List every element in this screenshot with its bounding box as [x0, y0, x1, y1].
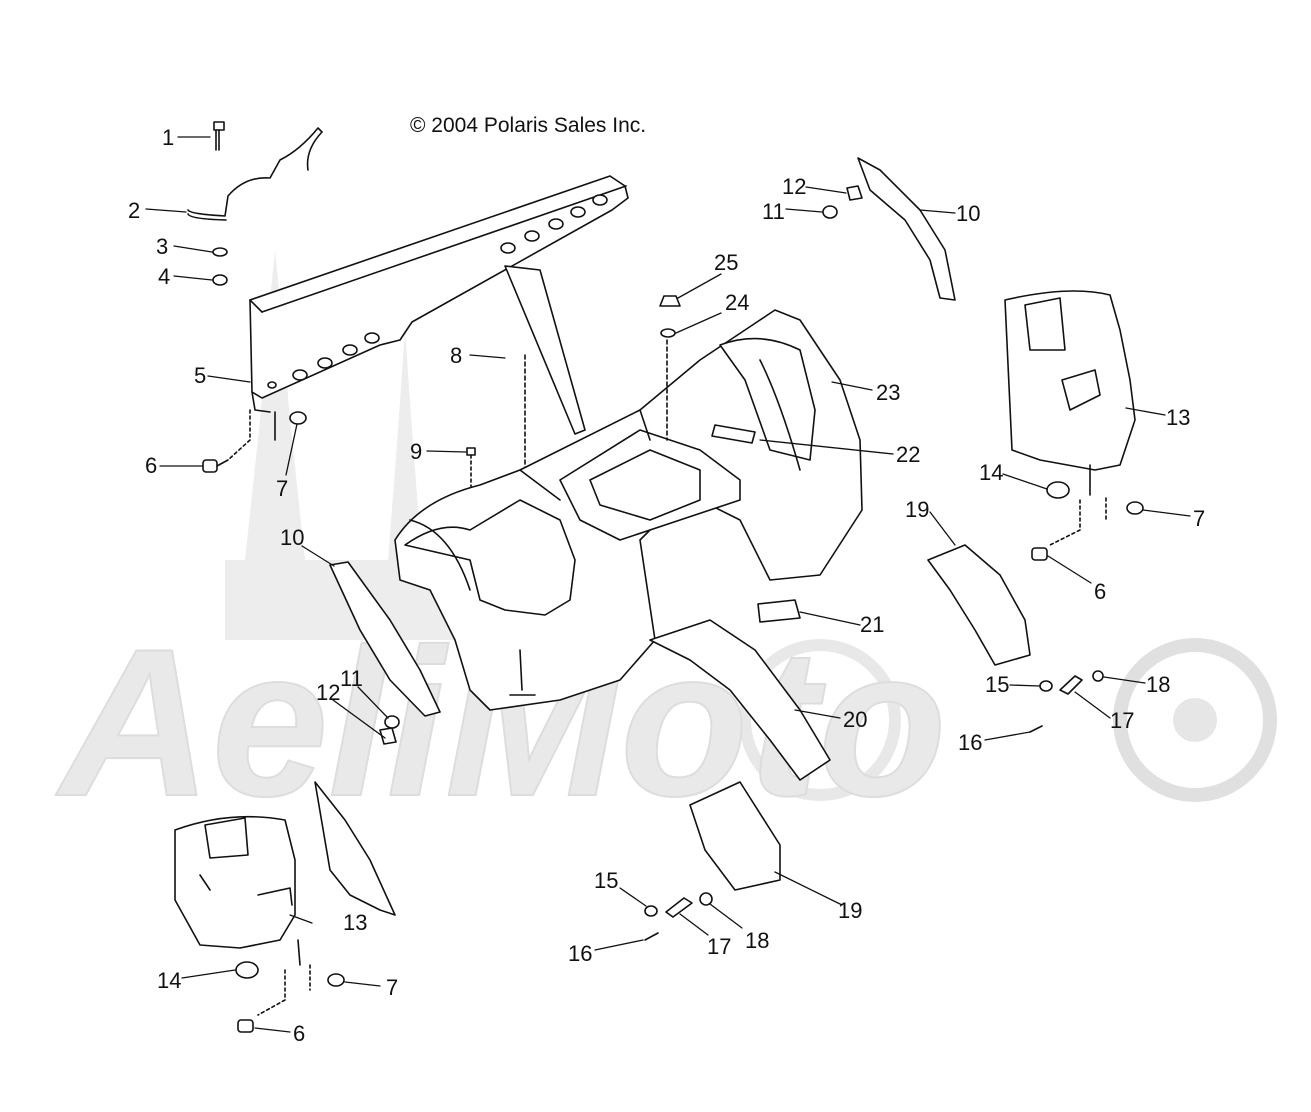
callout-15b: 15 — [594, 868, 618, 893]
leader-lines — [145, 136, 1191, 1033]
callout-16b: 16 — [568, 941, 592, 966]
callout-6a: 6 — [145, 453, 157, 478]
callout-3: 3 — [156, 234, 168, 259]
callout-1: 1 — [162, 125, 174, 150]
part-14-grommet-lower — [235, 961, 259, 979]
callout-19b: 19 — [838, 898, 862, 923]
part-6-bolt-right — [1031, 547, 1048, 561]
callout-4: 4 — [158, 264, 170, 289]
callout-7a: 7 — [276, 476, 288, 501]
part-10-strip-lower — [329, 561, 441, 717]
part-8-panel — [504, 265, 586, 435]
callout-21: 21 — [860, 612, 884, 637]
callout-20: 20 — [843, 707, 867, 732]
part-10-strip-upper — [857, 157, 956, 301]
callout-5: 5 — [194, 363, 206, 388]
rear-fender-body — [394, 309, 863, 711]
part-7-nut — [289, 411, 307, 425]
callout-8: 8 — [450, 343, 462, 368]
part-16-screw-right — [1029, 725, 1043, 733]
copyright-notice: © 2004 Polaris Sales Inc. — [410, 114, 647, 137]
callout-22: 22 — [896, 442, 920, 467]
callout-10b: 10 — [956, 201, 980, 226]
callout-6b: 6 — [293, 1021, 305, 1046]
callout-2: 2 — [128, 198, 140, 223]
callout-7b: 7 — [386, 975, 398, 1000]
part-12-clip-lower — [379, 727, 397, 745]
callout-25: 25 — [714, 250, 738, 275]
callout-11b: 11 — [762, 199, 785, 224]
callout-19a: 19 — [905, 497, 929, 522]
part-25-push-rivet — [659, 295, 681, 307]
part-4-nut — [212, 274, 228, 286]
part-13-mudflap-lower — [174, 815, 296, 949]
callout-14b: 14 — [979, 460, 1003, 485]
part-19-guard-right — [927, 544, 1031, 666]
callout-16a: 16 — [958, 730, 982, 755]
callout-11a: 11 — [340, 666, 363, 691]
part-21-decal — [757, 599, 801, 623]
callout-6c: 6 — [1094, 579, 1106, 604]
callout-14a: 14 — [157, 968, 181, 993]
part-18-rivet-lower — [699, 892, 713, 906]
callout-18b: 18 — [745, 928, 769, 953]
callout-13b: 13 — [1166, 405, 1190, 430]
part-3-washer — [212, 247, 228, 257]
part-5-rack-bar — [249, 175, 629, 413]
part-2-rod — [187, 127, 323, 217]
part-22-decal — [711, 424, 756, 444]
callout-13a: 13 — [343, 910, 367, 935]
part-7-nut-lower — [327, 973, 345, 987]
callout-12b: 12 — [782, 174, 806, 199]
part-1-bolt — [213, 121, 225, 151]
part-17-plate-right — [1059, 675, 1083, 695]
callout-15a: 15 — [985, 672, 1009, 697]
callout-9: 9 — [410, 439, 422, 464]
callout-23: 23 — [876, 380, 900, 405]
callout-7c: 7 — [1193, 506, 1205, 531]
part-24-washer — [660, 328, 676, 338]
part-14-grommet-upper — [1046, 481, 1070, 499]
callout-17b: 17 — [707, 934, 731, 959]
part-15-nut-lower — [644, 905, 658, 917]
callout-10a: 10 — [280, 525, 304, 550]
callout-24: 24 — [725, 290, 749, 315]
part-16-screw-lower — [644, 932, 659, 941]
callout-17a: 17 — [1110, 708, 1134, 733]
callout-18a: 18 — [1146, 672, 1170, 697]
part-6-bolt-lower — [237, 1019, 254, 1033]
part-17-plate-lower — [665, 897, 693, 918]
callout-12a: 12 — [316, 680, 340, 705]
part-7-nut-right — [1126, 501, 1144, 515]
part-12-clip-upper — [846, 185, 863, 201]
lower-flap-front-plate — [314, 781, 396, 916]
part-18-rivet-right — [1092, 670, 1104, 682]
part-6-bolt — [202, 459, 229, 473]
callout-labels: 1 2 3 4 5 6 7 8 9 10 11 12 13 14 7 6 12 … — [128, 125, 1205, 1046]
part-19-guard-lower — [689, 781, 781, 891]
part-11-screw-upper — [822, 205, 838, 219]
part-20-fender-flare — [649, 619, 831, 781]
part-15-nut-right — [1039, 680, 1053, 692]
